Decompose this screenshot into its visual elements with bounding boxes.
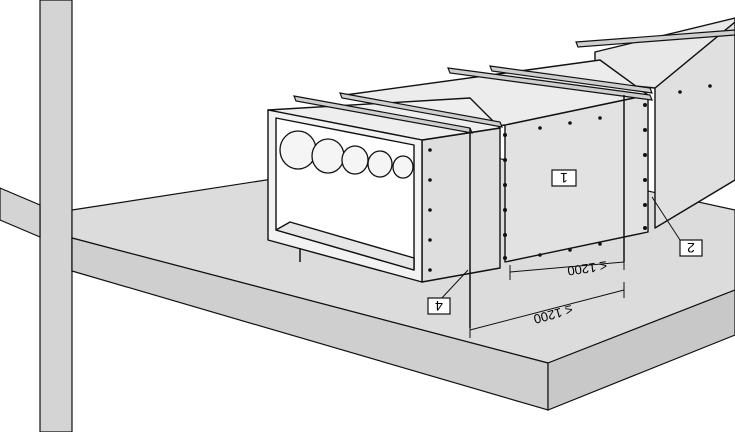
dimension-lines [439,196,681,338]
callout-4: 4 [427,297,451,315]
label-2-text: 2 [687,240,695,256]
dim-upper-text: ≤ 1200 [566,258,607,278]
support-rails [293,29,735,134]
hanger-rods [299,95,625,328]
rivet-pattern [428,84,712,272]
callout-2: 2 [679,239,703,257]
cable-bundle [279,130,414,179]
label-1-text: 1 [560,170,568,186]
label-4-text: 4 [435,298,443,314]
building-column [39,0,73,432]
callout-1: 1 [551,169,577,187]
